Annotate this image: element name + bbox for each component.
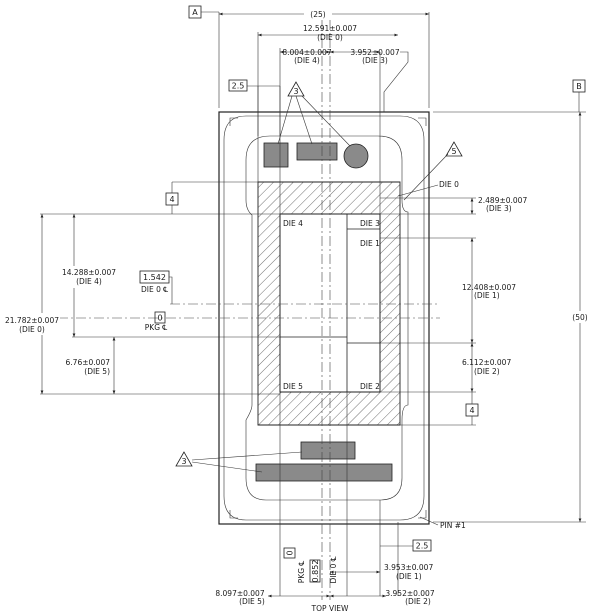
pkg-centerline-label-left: PKG ℄ — [145, 323, 168, 332]
dim-die5-left-value: 6.76±0.007 — [66, 358, 111, 367]
dim-4-right: 4 — [469, 406, 474, 415]
dim-die2-bottom-die: (DIE 2) — [405, 597, 431, 606]
dim-die3-top-die: (DIE 3) — [362, 56, 388, 65]
dim-die1-bottom-die: (DIE 1) — [396, 572, 422, 581]
dim-die3-right-value: 2.489±0.007 — [478, 196, 527, 205]
dim-overall-height: (50) — [572, 313, 587, 322]
dim-die4-left-die: (DIE 4) — [76, 277, 102, 286]
dim-die4-top-die: (DIE 4) — [294, 56, 320, 65]
dim-die4-left-value: 14.288±0.007 — [62, 268, 116, 277]
datum-b-label: B — [576, 82, 582, 91]
package-outline — [218, 111, 430, 525]
callout-3-top-label: 3 — [293, 87, 298, 96]
dim-1-542: 1.542 — [143, 273, 166, 282]
dim-die0-left-value: 21.782±0.007 — [5, 316, 59, 325]
dim-2-5-bottom: 2.5 — [416, 542, 429, 551]
package-inner-outline — [223, 115, 425, 521]
dim-overall-width: (25) — [310, 10, 325, 19]
corner-mark-tr — [418, 117, 427, 126]
dim-die5-bottom-die: (DIE 5) — [239, 597, 265, 606]
dim-2-5-top: 2.5 — [232, 82, 245, 91]
callout-5-label: 5 — [451, 147, 456, 156]
dim-die5-left-die: (DIE 5) — [84, 367, 110, 376]
dim-die0-top-value: 12.591±0.007 — [303, 24, 357, 33]
die-4-label: DIE 4 — [283, 219, 303, 228]
die0-centerline-label-bottom: DIE 0 ℄ — [329, 556, 338, 583]
component-rect — [296, 142, 338, 161]
callout-3-bottom-label: 3 — [181, 457, 186, 466]
die0-centerline-label: DIE 0 ℄ — [141, 285, 168, 294]
dim-die0-top-die: (DIE 0) — [317, 33, 343, 42]
dim-die2-bottom-value: 3.952±0.007 — [385, 589, 434, 598]
dim-0-bottom: 0 — [286, 550, 295, 555]
dim-4-left: 4 — [169, 195, 174, 204]
die-2-label: DIE 2 — [360, 382, 380, 391]
dim-die2-right-value: 6.112±0.007 — [462, 358, 511, 367]
die-5-label: DIE 5 — [283, 382, 303, 391]
corner-mark-bl — [229, 510, 238, 519]
dim-die3-right-die: (DIE 3) — [486, 204, 512, 213]
dim-0-left: 0 — [157, 314, 162, 323]
callout-3-bottom-triangle — [175, 451, 193, 467]
dim-die2-right-die: (DIE 2) — [474, 367, 500, 376]
dim-box-0-left — [154, 311, 166, 324]
dim-die0-left-die: (DIE 0) — [19, 325, 45, 334]
component-lower-bar — [255, 463, 393, 482]
dim-0-852: 0.852 — [311, 560, 320, 583]
die-1-label: DIE 1 — [360, 239, 380, 248]
dim-die1-right-value: 12.408±0.007 — [462, 283, 516, 292]
dim-box-2-5-top — [228, 79, 248, 92]
dim-box-2-5-bottom — [412, 539, 432, 552]
die-0-label: DIE 0 — [439, 180, 459, 189]
pin-1-label: PIN #1 — [440, 521, 466, 530]
dim-die5-bottom-value: 8.097±0.007 — [215, 589, 264, 598]
dim-die3-top-value: 3.952±0.007 — [350, 48, 399, 57]
callout-5-triangle — [445, 141, 463, 157]
dim-box-0-852 — [309, 559, 321, 583]
pkg-centerline-label-bottom: PKG ℄ — [297, 561, 306, 584]
dim-die1-bottom-value: 3.953±0.007 — [384, 563, 433, 572]
die-3-label: DIE 3 — [360, 219, 380, 228]
datum-a-label: A — [192, 8, 198, 17]
dim-die1-right-die: (DIE 1) — [474, 291, 500, 300]
corner-mark-tl — [229, 117, 238, 126]
component-upper-bar — [300, 441, 356, 460]
component-square — [263, 142, 289, 168]
component-circle — [343, 143, 369, 169]
view-label: TOP VIEW — [311, 604, 349, 613]
dim-die4-top-value: 8.004±0.007 — [282, 48, 331, 57]
corner-mark-br — [418, 510, 427, 519]
dim-box-0-bottom — [283, 547, 296, 559]
